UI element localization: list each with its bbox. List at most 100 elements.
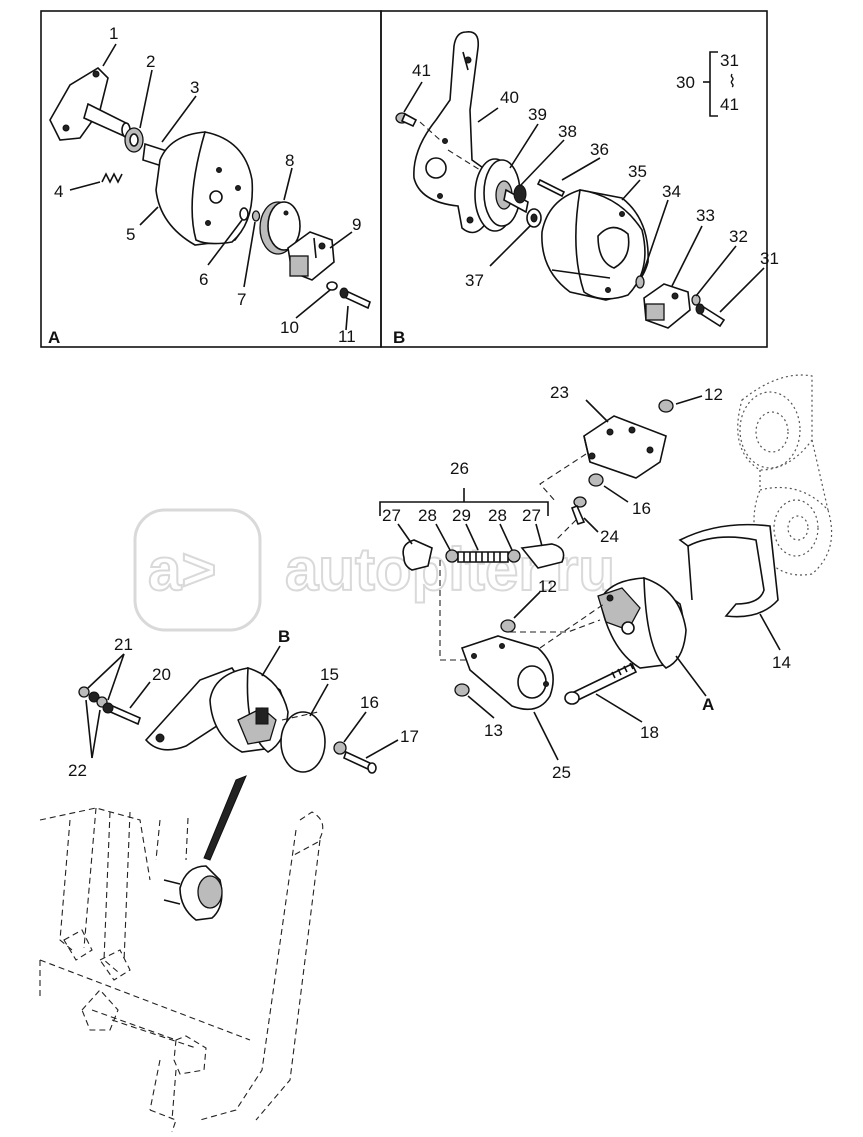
callout-35: 35 xyxy=(628,162,647,181)
callout-12-middle: 12 xyxy=(538,577,557,596)
callout-6: 6 xyxy=(199,270,208,289)
main-assembly: 23 12 16 26 24 27 28 29 28 27 12 14 13 2… xyxy=(39,374,833,1133)
callout-37: 37 xyxy=(465,271,484,290)
part-32-washer xyxy=(691,294,701,306)
callout-14: 14 xyxy=(772,653,791,672)
callout-16-upper: 16 xyxy=(632,499,651,518)
part-1-flange-shaft xyxy=(49,66,131,141)
part-31-bolt xyxy=(695,303,726,328)
assembly-guides xyxy=(439,453,605,661)
panel-a: 1 2 3 4 5 6 7 8 9 10 11 A xyxy=(48,24,371,347)
part-36-pin xyxy=(536,178,566,198)
callout-26: 26 xyxy=(450,459,469,478)
guide-40 xyxy=(447,149,481,171)
part-35-housing xyxy=(541,189,649,301)
panel-a-label: A xyxy=(48,328,60,347)
callout-9: 9 xyxy=(352,215,361,234)
callout-23: 23 xyxy=(550,383,569,402)
part-13-screw xyxy=(454,683,470,697)
callout-24: 24 xyxy=(600,527,619,546)
callout-16-lower: 16 xyxy=(360,693,379,712)
part-25-plate xyxy=(460,635,554,711)
callout-31: 31 xyxy=(760,249,779,268)
callout-b-unit: B xyxy=(278,627,290,646)
part-24-bolt xyxy=(570,496,587,526)
part-37-bushing xyxy=(526,208,542,228)
part-41-screw xyxy=(395,112,418,128)
part-40-bracket-plate xyxy=(413,31,489,234)
watermark: a> autopiter.ru xyxy=(133,508,616,632)
callout-33: 33 xyxy=(696,206,715,225)
callout-30-range-start: 31 xyxy=(720,51,739,70)
part-28-nut-right xyxy=(507,549,521,563)
callout-21: 21 xyxy=(114,635,133,654)
part-16-nut-upper xyxy=(588,473,604,487)
callout-30-range-sep: ⌇ xyxy=(728,72,736,91)
part-23-bracket xyxy=(583,415,667,479)
part-27-rod-end-left xyxy=(402,539,433,571)
part-9-switch xyxy=(287,231,335,281)
part-2-bearing xyxy=(124,127,144,153)
callout-12-upper: 12 xyxy=(704,385,723,404)
watermark-text: autopiter.ru xyxy=(285,536,615,603)
callout-30: 30 xyxy=(676,73,695,92)
callout-30-range-end: 41 xyxy=(720,95,739,114)
parts-21-22-hardware xyxy=(78,686,114,714)
machine-frame xyxy=(39,807,324,1133)
callout-34: 34 xyxy=(662,182,681,201)
callout-17: 17 xyxy=(400,727,419,746)
callout-10: 10 xyxy=(280,318,299,337)
callout-27-left: 27 xyxy=(382,506,401,525)
background-pulleys xyxy=(737,374,833,576)
part-17-bolt xyxy=(343,750,377,774)
frame-motor xyxy=(163,865,223,921)
main-leaders xyxy=(85,395,781,761)
panel-a-leaders xyxy=(69,43,353,331)
callout-13: 13 xyxy=(484,721,503,740)
panel-b: 30 31 ⌇ 41 41 40 39 38 36 35 34 33 32 31… xyxy=(393,31,779,347)
callout-20: 20 xyxy=(152,665,171,684)
part-4-spring xyxy=(101,172,123,184)
part-a-unit xyxy=(597,576,687,669)
callout-a-unit: A xyxy=(702,695,714,714)
part-6-washer xyxy=(239,207,249,221)
callout-32: 32 xyxy=(729,227,748,246)
callout-8: 8 xyxy=(285,151,294,170)
callout-40: 40 xyxy=(500,88,519,107)
part-28-nut-left xyxy=(445,549,459,563)
callout-28-right: 28 xyxy=(488,506,507,525)
part-14-belt xyxy=(678,523,779,618)
callout-5: 5 xyxy=(126,225,135,244)
part-27-rod-end-right xyxy=(520,543,565,569)
callout-4: 4 xyxy=(54,182,63,201)
part-5-housing xyxy=(155,131,254,246)
guide-41 xyxy=(419,121,441,141)
linkage-rod xyxy=(402,539,565,571)
part-15-disc xyxy=(280,711,326,773)
part-12-nut-upper xyxy=(658,399,674,413)
callout-29: 29 xyxy=(452,506,471,525)
location-pointer xyxy=(203,775,247,861)
callout-3: 3 xyxy=(190,78,199,97)
callout-36: 36 xyxy=(590,140,609,159)
part-7-washer xyxy=(251,210,261,222)
part-12-nut-middle xyxy=(500,619,516,633)
callout-11: 11 xyxy=(338,327,356,346)
part-38-shaft xyxy=(503,184,529,214)
callout-27-right: 27 xyxy=(522,506,541,525)
part-8-disc xyxy=(259,201,301,255)
callout-1: 1 xyxy=(109,24,118,43)
callout-7: 7 xyxy=(237,290,246,309)
part-11-bolt xyxy=(339,287,371,310)
callout-38: 38 xyxy=(558,122,577,141)
callout-28-left: 28 xyxy=(418,506,437,525)
panel-frames xyxy=(40,10,768,348)
callout-41: 41 xyxy=(412,61,431,80)
part-10-washer xyxy=(326,281,338,291)
part-18-bolt xyxy=(564,662,638,705)
part-34-ring xyxy=(635,275,645,289)
callout-30-bracket: 30 31 ⌇ 41 xyxy=(676,51,739,117)
panel-b-leaders xyxy=(403,81,765,313)
callout-2: 2 xyxy=(146,52,155,71)
